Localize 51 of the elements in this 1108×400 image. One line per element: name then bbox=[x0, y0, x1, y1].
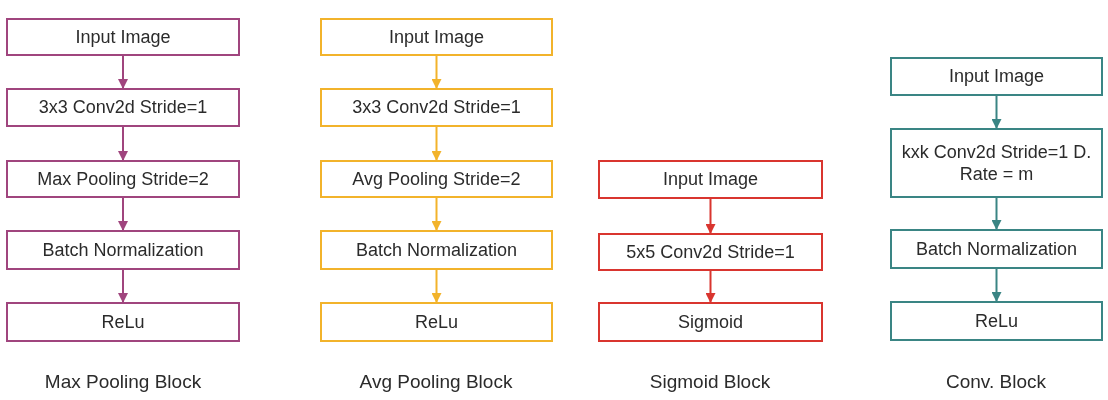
process-box bbox=[6, 88, 240, 127]
arrow bbox=[431, 269, 442, 303]
block-caption: Avg Pooling Block bbox=[359, 371, 513, 393]
process-box bbox=[6, 302, 240, 342]
box-label: Batch Normalization bbox=[915, 237, 1078, 261]
arrow bbox=[118, 197, 128, 231]
arrow bbox=[118, 55, 128, 89]
process-box bbox=[890, 301, 1103, 341]
arrow bbox=[991, 268, 1002, 302]
box-label: 3x3 Conv2d Stride=1 bbox=[38, 96, 208, 119]
box-label: Batch Normalization bbox=[355, 238, 518, 262]
process-box bbox=[598, 233, 823, 271]
process-box bbox=[320, 18, 553, 56]
process-box bbox=[598, 160, 823, 199]
arrow bbox=[118, 269, 128, 303]
box-label: Sigmoid bbox=[678, 310, 743, 334]
arrow bbox=[705, 270, 716, 303]
process-box bbox=[6, 160, 240, 198]
process-box bbox=[6, 18, 240, 56]
process-box bbox=[320, 230, 553, 270]
box-label: Input Image bbox=[948, 65, 1045, 88]
block-caption: Conv. Block bbox=[946, 371, 1046, 393]
arrow bbox=[118, 126, 128, 161]
process-box bbox=[890, 57, 1103, 96]
process-box bbox=[890, 229, 1103, 269]
process-box bbox=[890, 128, 1103, 198]
box-label: Avg Pooling Stride=2 bbox=[352, 167, 521, 191]
arrow bbox=[431, 126, 442, 161]
box-label: Input Image bbox=[75, 25, 171, 49]
block-caption: Sigmoid Block bbox=[649, 371, 771, 393]
box-label: ReLu bbox=[101, 310, 145, 334]
arrow bbox=[431, 55, 442, 89]
arrow bbox=[431, 197, 442, 231]
process-box bbox=[6, 230, 240, 270]
box-label: 3x3 Conv2d Stride=1 bbox=[352, 96, 521, 119]
box-label: Max Pooling Stride=2 bbox=[37, 167, 209, 191]
box-label: ReLu bbox=[415, 310, 458, 334]
box-label: Input Image bbox=[388, 25, 485, 49]
process-box bbox=[320, 160, 553, 198]
box-label: Batch Normalization bbox=[42, 238, 204, 262]
box-label: Input Image bbox=[662, 168, 759, 191]
box-label: kxk Conv2d Stride=1 D. Rate = m bbox=[900, 140, 1093, 186]
arrow bbox=[991, 197, 1002, 230]
box-label: 5x5 Conv2d Stride=1 bbox=[626, 240, 795, 264]
process-box bbox=[320, 302, 553, 342]
process-box bbox=[320, 88, 553, 127]
arrow bbox=[991, 95, 1002, 129]
block-caption: Max Pooling Block bbox=[44, 371, 202, 393]
arrow bbox=[705, 198, 716, 234]
box-label: ReLu bbox=[975, 309, 1018, 333]
process-box bbox=[598, 302, 823, 342]
